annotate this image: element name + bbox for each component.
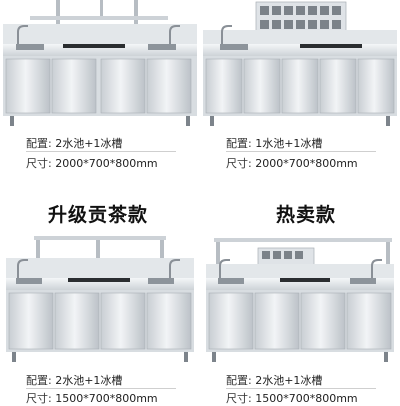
divider: [226, 388, 376, 389]
divider: [26, 388, 176, 389]
spec-size-2: 尺寸: 2000*700*800mm: [226, 157, 358, 170]
spec-config-2: 配置: 1水池+1冰槽: [226, 137, 323, 150]
spec-size-3: 尺寸: 1500*700*800mm: [26, 392, 158, 405]
spec-size-4: 尺寸: 1500*700*800mm: [226, 392, 358, 405]
heading-upgrade-model: 升级贡茶款: [48, 204, 149, 226]
bench-image-bottom-right: [206, 238, 394, 362]
spec-size-1: 尺寸: 2000*700*800mm: [26, 157, 158, 170]
bench-image-top-left: [3, 0, 197, 126]
bench-image-top-right: [203, 1, 397, 126]
heading-hot-sale-model: 热卖款: [276, 204, 337, 226]
spec-config-4: 配置: 2水池+1冰槽: [226, 374, 323, 387]
spec-config-3: 配置: 2水池+1冰槽: [26, 374, 123, 387]
spec-config-1: 配置: 2水池+1冰槽: [26, 137, 123, 150]
divider: [226, 151, 376, 152]
divider: [26, 151, 176, 152]
bench-image-bottom-left: [6, 236, 194, 362]
